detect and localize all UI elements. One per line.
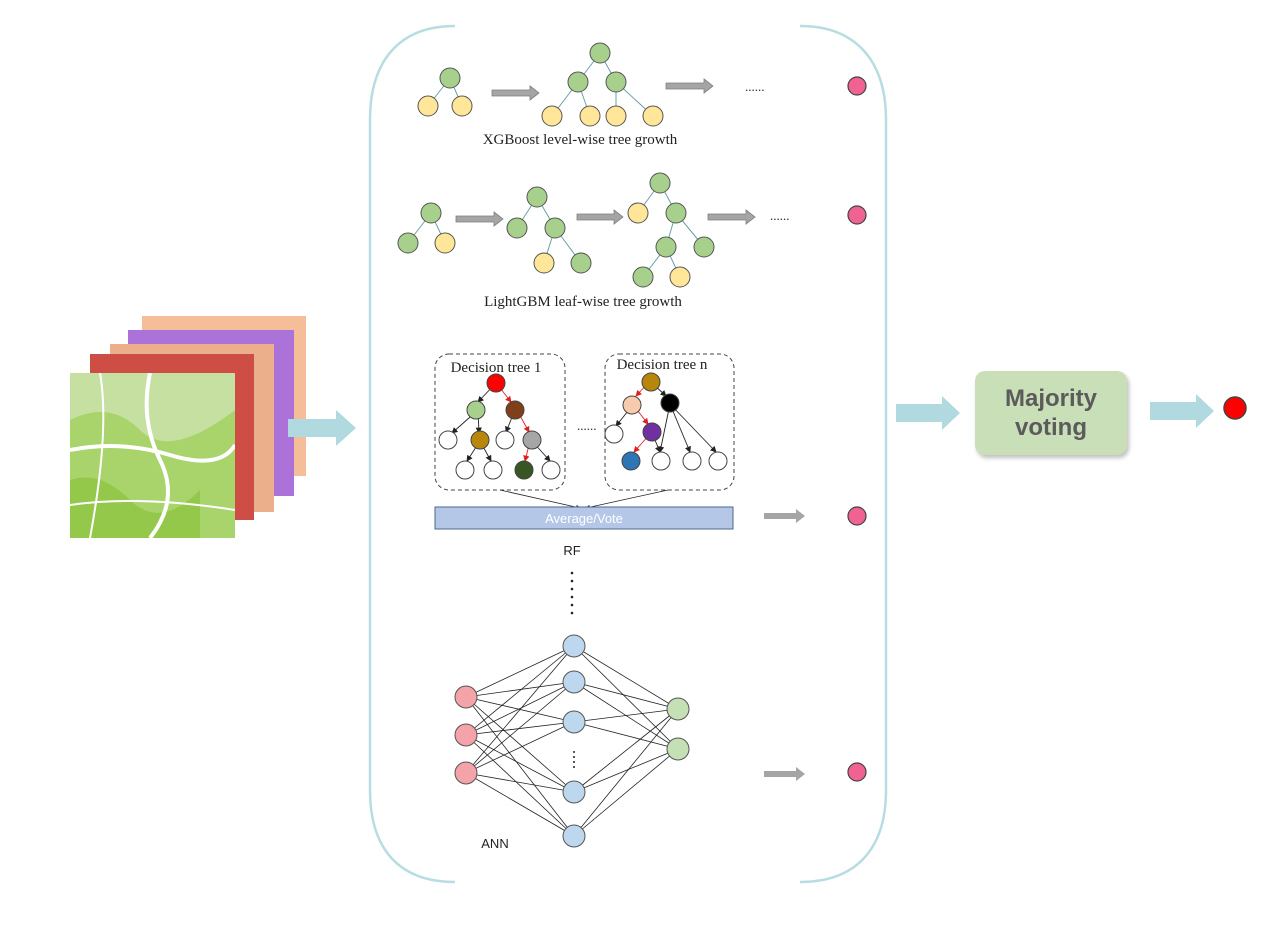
ann-edge <box>465 772 575 793</box>
decision-tree-n-label: Decision tree n <box>617 357 708 373</box>
model-bracket <box>368 24 888 884</box>
output-dot-rf <box>847 506 867 526</box>
ann-hidden-node <box>562 710 586 734</box>
ann-edge <box>573 708 679 793</box>
ann-hidden-node <box>562 824 586 848</box>
xgboost-label: XGBoost level-wise tree growth <box>483 132 678 148</box>
average-vote-label: Average/Vote <box>545 511 623 526</box>
ann-edge <box>465 681 575 774</box>
xgboost-ellipsis: ...... <box>745 79 765 94</box>
ann-edge <box>573 681 679 710</box>
output-dot-lightgbm <box>847 205 867 225</box>
input-map-stack <box>70 316 306 538</box>
ann-input-node <box>454 723 478 747</box>
ann-edge <box>465 645 575 736</box>
lightgbm-ellipsis: ...... <box>770 208 790 223</box>
ann-edge <box>465 721 575 736</box>
ann-edge <box>465 645 575 774</box>
ann-label: ANN <box>481 836 508 851</box>
ann-hidden-node <box>562 780 586 804</box>
final-output-dot <box>1223 396 1247 420</box>
ann-edge <box>573 748 679 837</box>
ann-edge <box>573 645 679 710</box>
ann-edge <box>465 734 575 837</box>
ann-output-node <box>666 697 690 721</box>
ann-edge <box>465 721 575 774</box>
map-layer-green <box>70 373 235 538</box>
ann-edge <box>465 696 575 793</box>
ann-output-node <box>666 737 690 761</box>
average-vote-bar <box>434 506 734 530</box>
ann-edge <box>465 645 575 698</box>
ann-edge <box>573 645 679 750</box>
ann-edge <box>465 681 575 698</box>
ann-connections <box>465 645 679 837</box>
vertical-ellipsis <box>570 571 574 615</box>
decision-tree-1-label: Decision tree 1 <box>451 360 542 376</box>
majority-voting-box: Majority voting <box>975 371 1127 455</box>
ann-edge <box>573 721 679 750</box>
to-result-arrow <box>1150 394 1214 428</box>
to-voting-arrow <box>896 396 960 430</box>
rf-ellipsis: ...... <box>577 418 597 433</box>
majority-voting-label: Majority voting <box>1004 385 1097 441</box>
ann-hidden-node <box>562 634 586 658</box>
lightgbm-label: LightGBM leaf-wise tree growth <box>484 294 682 310</box>
decision-tree-n-frame <box>604 353 735 491</box>
ann-input-node <box>454 685 478 709</box>
input-arrow <box>288 410 356 446</box>
ann-nodes <box>454 634 690 848</box>
ann-edge <box>573 748 679 793</box>
ann-edge <box>573 708 679 723</box>
ann-edge <box>465 681 575 736</box>
rf-label: RF <box>563 543 580 558</box>
ann-input-node <box>454 761 478 785</box>
ann-hidden-node <box>562 670 586 694</box>
output-dot-ann <box>847 762 867 782</box>
ann-edge <box>465 734 575 793</box>
ann-edge <box>573 708 679 837</box>
ann-edge <box>465 772 575 837</box>
output-dot-xgboost <box>847 76 867 96</box>
